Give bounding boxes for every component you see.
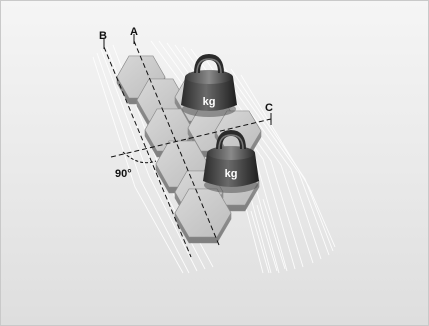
axis-line-c bbox=[110, 118, 272, 158]
weight-lower: kg bbox=[203, 129, 259, 193]
label-c: C bbox=[265, 102, 273, 114]
reference-lines bbox=[103, 40, 272, 258]
weight-label: kg bbox=[203, 96, 216, 108]
tick-marks bbox=[103, 34, 272, 125]
axis-line-a bbox=[133, 40, 220, 246]
weight-label: kg bbox=[225, 168, 238, 180]
axis-line-b bbox=[103, 46, 192, 258]
hex-cell bbox=[174, 188, 232, 244]
label-b: B bbox=[99, 30, 107, 42]
weight-upper: kg bbox=[181, 53, 237, 117]
angle-label: 90° bbox=[115, 168, 132, 180]
label-a: A bbox=[130, 26, 138, 38]
